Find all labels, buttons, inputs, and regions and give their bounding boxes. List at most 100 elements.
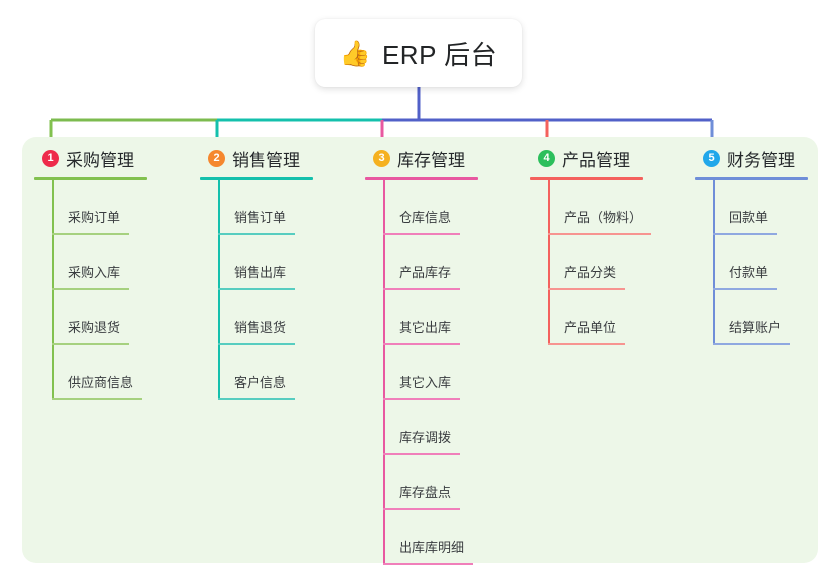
leaf-node[interactable]: 产品分类 (548, 235, 643, 290)
branch-index-badge: 4 (538, 149, 555, 167)
branch-underline (200, 177, 313, 180)
branch-column: 1 采购管理采购订单采购入库采购退货供应商信息 (34, 143, 147, 400)
leaf-node[interactable]: 销售出库 (218, 235, 313, 290)
leaf-label: 付款单 (729, 265, 769, 280)
leaf-node[interactable]: 采购退货 (52, 290, 147, 345)
root-node[interactable]: 👍 ERP 后台 (315, 19, 522, 87)
branch-column: 2 销售管理销售订单销售出库销售退货客户信息 (200, 143, 313, 400)
leaf-list: 销售订单销售出库销售退货客户信息 (200, 180, 313, 400)
leaf-node[interactable]: 仓库信息 (383, 180, 478, 235)
leaf-label: 采购入库 (68, 265, 121, 280)
branch-header[interactable]: 2 销售管理 (200, 143, 313, 173)
leaf-label: 采购退货 (68, 320, 121, 335)
leaf-label: 产品（物料） (564, 210, 643, 225)
leaf-underline (52, 288, 129, 290)
leaf-label: 产品分类 (564, 265, 617, 280)
leaf-underline (52, 343, 129, 345)
branch-header[interactable]: 4 产品管理 (530, 143, 643, 173)
leaf-label: 其它出库 (399, 320, 452, 335)
branch-underline (34, 177, 147, 180)
branch-header[interactable]: 5 财务管理 (695, 143, 808, 173)
branch-underline (530, 177, 643, 180)
leaf-node[interactable]: 结算账户 (713, 290, 808, 345)
leaf-label: 库存盘点 (399, 485, 452, 500)
branch-title: 销售管理 (232, 150, 300, 170)
leaf-node[interactable]: 出库库明细 (383, 510, 478, 565)
leaf-list: 回款单付款单结算账户 (695, 180, 808, 345)
branch-column: 5 财务管理回款单付款单结算账户 (695, 143, 808, 345)
branch-header[interactable]: 3 库存管理 (365, 143, 478, 173)
branch-index-badge: 2 (208, 149, 225, 167)
leaf-node[interactable]: 产品单位 (548, 290, 643, 345)
leaf-node[interactable]: 其它出库 (383, 290, 478, 345)
leaf-list: 仓库信息产品库存其它出库其它入库库存调拨库存盘点出库库明细 (365, 180, 478, 565)
leaf-underline (548, 288, 625, 290)
leaf-node[interactable]: 产品库存 (383, 235, 478, 290)
leaf-label: 其它入库 (399, 375, 452, 390)
leaf-underline (52, 398, 142, 400)
leaf-node[interactable]: 库存调拨 (383, 400, 478, 455)
thumbs-up-icon: 👍 (339, 39, 371, 68)
branch-index-badge: 5 (703, 149, 720, 167)
leaf-list: 产品（物料） 产品分类产品单位 (530, 180, 651, 345)
leaf-underline (218, 288, 295, 290)
leaf-node[interactable]: 库存盘点 (383, 455, 478, 510)
root-node-content: 👍 ERP 后台 (340, 35, 497, 72)
leaf-underline (218, 398, 295, 400)
leaf-list: 采购订单采购入库采购退货供应商信息 (34, 180, 147, 400)
leaf-underline (383, 288, 460, 290)
leaf-underline (548, 343, 625, 345)
leaf-label: 产品库存 (399, 265, 452, 280)
leaf-node[interactable]: 采购订单 (52, 180, 147, 235)
leaf-node[interactable]: 产品（物料） (548, 180, 651, 235)
leaf-underline (383, 398, 460, 400)
branch-index-badge: 1 (42, 149, 59, 167)
branch-spine (52, 180, 54, 400)
leaf-label: 库存调拨 (399, 430, 452, 445)
leaf-label: 采购订单 (68, 210, 121, 225)
leaf-label: 供应商信息 (68, 375, 134, 390)
leaf-node[interactable]: 其它入库 (383, 345, 478, 400)
leaf-underline (548, 233, 651, 235)
root-node-title: ERP 后台 (381, 39, 498, 70)
branch-spine (713, 180, 715, 345)
leaf-node[interactable]: 客户信息 (218, 345, 313, 400)
leaf-label: 回款单 (729, 210, 769, 225)
leaf-node[interactable]: 采购入库 (52, 235, 147, 290)
leaf-label: 出库库明细 (399, 540, 465, 555)
leaf-label: 仓库信息 (399, 210, 452, 225)
leaf-underline (383, 233, 460, 235)
leaf-underline (218, 233, 295, 235)
leaf-underline (713, 233, 777, 235)
leaf-label: 产品单位 (564, 320, 617, 335)
leaf-label: 结算账户 (729, 320, 782, 335)
branch-title: 产品管理 (562, 150, 630, 170)
branch-spine (383, 180, 385, 565)
branch-spine (218, 180, 220, 400)
leaf-node[interactable]: 付款单 (713, 235, 808, 290)
leaf-node[interactable]: 销售订单 (218, 180, 313, 235)
leaf-underline (383, 508, 460, 510)
branch-column: 4 产品管理产品（物料） 产品分类产品单位 (530, 143, 651, 345)
leaf-underline (383, 453, 460, 455)
leaf-underline (383, 563, 473, 565)
diagram-panel (22, 137, 818, 563)
branch-title: 库存管理 (397, 150, 465, 170)
leaf-underline (218, 343, 295, 345)
leaf-node[interactable]: 回款单 (713, 180, 808, 235)
leaf-node[interactable]: 供应商信息 (52, 345, 147, 400)
leaf-underline (52, 233, 129, 235)
branch-underline (695, 177, 808, 180)
branch-index-badge: 3 (373, 149, 390, 167)
leaf-label: 销售退货 (234, 320, 287, 335)
leaf-node[interactable]: 销售退货 (218, 290, 313, 345)
leaf-label: 销售出库 (234, 265, 287, 280)
branch-title: 财务管理 (727, 150, 795, 170)
leaf-label: 客户信息 (234, 375, 287, 390)
branch-header[interactable]: 1 采购管理 (34, 143, 147, 173)
leaf-underline (383, 343, 460, 345)
leaf-underline (713, 343, 790, 345)
branch-title: 采购管理 (66, 150, 134, 170)
branch-column: 3 库存管理仓库信息产品库存其它出库其它入库库存调拨库存盘点出库库明细 (365, 143, 478, 565)
